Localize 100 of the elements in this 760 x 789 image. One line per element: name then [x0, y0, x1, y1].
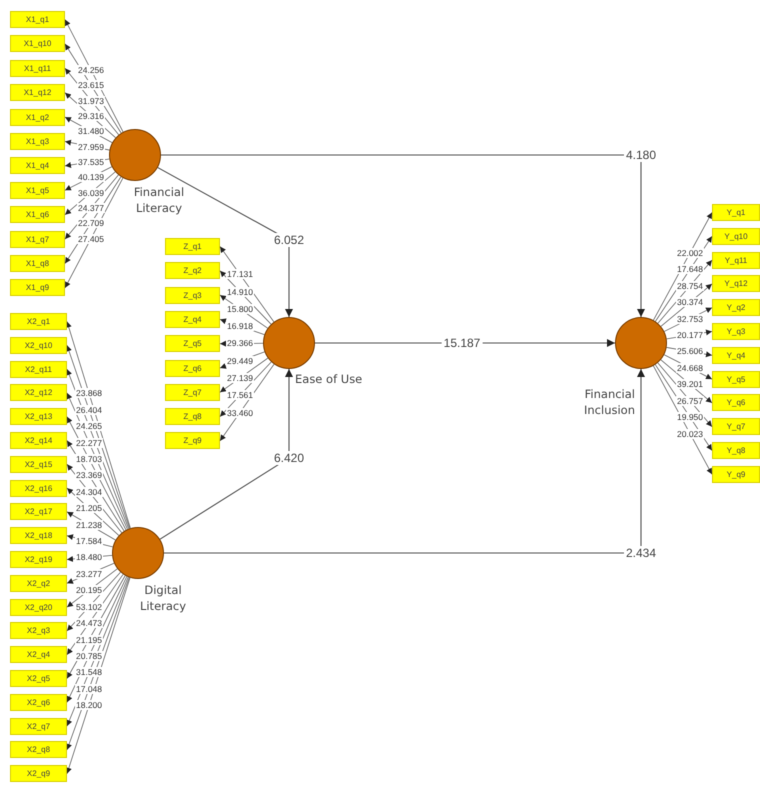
loading-label: 24.265 [75, 421, 103, 432]
indicator-box: Y_q5 [712, 370, 760, 388]
path-coefficient-label: 6.052 [272, 233, 306, 247]
indicator-box: Y_q7 [712, 418, 760, 436]
loading-label: 14.910 [226, 286, 254, 297]
indicator-box: Y_q6 [712, 394, 760, 412]
construct-label: Ease of Use [295, 371, 364, 387]
loading-label: 53.102 [75, 602, 103, 612]
indicator-box: X2_q13 [10, 408, 67, 426]
indicator-box: Y_q4 [712, 346, 760, 364]
loading-label: 28.754 [676, 280, 704, 291]
indicator-box: X1_q9 [10, 279, 65, 296]
indicator-box: Z_q2 [165, 262, 220, 280]
loading-label: 27.139 [226, 373, 254, 383]
indicator-box: Z_q5 [165, 335, 220, 352]
loading-label: 22.709 [77, 218, 105, 228]
indicator-box: X2_q11 [10, 360, 67, 378]
indicator-box: Z_q3 [165, 286, 220, 304]
loading-label: 40.139 [77, 172, 105, 182]
loading-label: 23.277 [75, 568, 103, 579]
indicator-box: X1_q4 [10, 157, 65, 174]
construct-label: Financial Inclusion [583, 386, 635, 418]
loading-label: 31.548 [75, 667, 103, 678]
loading-label: 18.200 [75, 700, 103, 710]
loading-label: 29.316 [77, 110, 105, 121]
loading-label: 23.369 [75, 470, 103, 480]
loading-label: 20.023 [676, 428, 704, 439]
indicator-box: Y_q11 [712, 252, 760, 269]
indicator-box: X2_q1 [10, 313, 67, 330]
loading-label: 19.950 [676, 412, 704, 422]
path-arrow [160, 369, 293, 540]
construct-label: Digital Literacy [138, 582, 188, 614]
loading-label: 17.048 [75, 684, 103, 694]
loading-label: 22.002 [676, 248, 704, 258]
path-arrow [161, 154, 645, 317]
indicator-box: X2_q20 [10, 598, 67, 616]
indicator-box: X2_q18 [10, 527, 67, 544]
indicator-box: Y_q3 [712, 323, 760, 340]
loading-label: 23.868 [75, 388, 103, 398]
loading-label: 37.535 [77, 156, 105, 167]
indicator-box: X2_q9 [10, 765, 67, 782]
indicator-box: Y_q10 [712, 228, 760, 245]
indicator-box: X2_q16 [10, 480, 67, 497]
indicator-box: X2_q5 [10, 670, 67, 687]
indicator-box: Z_q8 [165, 408, 220, 426]
indicator-box: Y_q1 [712, 204, 760, 221]
loading-label: 33.460 [226, 408, 254, 418]
path-arrow [158, 167, 293, 317]
loading-label: 32.753 [676, 314, 704, 324]
loading-label: 24.256 [77, 64, 105, 75]
indicator-box: X2_q14 [10, 432, 67, 449]
construct-label: Financial Literacy [132, 184, 186, 216]
indicator-box: X2_q19 [10, 551, 67, 568]
loading-label: 25.606 [676, 346, 704, 356]
indicator-box: Y_q12 [712, 275, 760, 292]
path-coefficient-label: 2.434 [624, 546, 658, 560]
loading-label: 20.177 [676, 330, 704, 340]
indicator-box: X1_q11 [10, 60, 65, 77]
loading-label: 36.039 [77, 188, 105, 198]
loading-label: 20.785 [75, 651, 103, 662]
loading-label: 24.668 [676, 362, 704, 373]
indicator-box: X2_q15 [10, 456, 67, 473]
indicator-box: X1_q5 [10, 182, 65, 199]
indicator-box: X2_q3 [10, 622, 67, 640]
indicator-box: Y_q9 [712, 466, 760, 483]
loading-label: 29.449 [226, 356, 254, 366]
loading-label: 18.703 [75, 454, 103, 464]
loading-label: 17.131 [226, 269, 254, 280]
indicator-box: X2_q17 [10, 503, 67, 520]
loading-label: 21.195 [75, 634, 103, 645]
loading-label: 18.480 [75, 552, 103, 562]
loading-label: 17.648 [676, 264, 704, 274]
indicator-box: Y_q2 [712, 299, 760, 316]
path-coefficient-label: 15.187 [442, 336, 482, 350]
indicator-box: X1_q6 [10, 206, 65, 224]
path-arrow [164, 369, 645, 554]
loading-label: 26.757 [676, 396, 704, 406]
indicator-box: X1_q3 [10, 133, 65, 150]
indicator-box: X1_q1 [10, 11, 65, 28]
indicator-box: X2_q10 [10, 336, 67, 354]
indicator-box: X2_q4 [10, 646, 67, 664]
indicator-box: X2_q12 [10, 384, 67, 402]
loading-label: 39.201 [676, 379, 704, 390]
loading-label: 31.480 [77, 126, 105, 136]
indicator-box: X2_q8 [10, 741, 67, 758]
loading-label: 16.918 [226, 321, 254, 332]
loading-label: 20.195 [75, 585, 103, 596]
indicator-box: X1_q10 [10, 35, 65, 52]
loading-label: 24.304 [75, 486, 103, 497]
indicator-box: Z_q4 [165, 310, 220, 328]
indicator-box: X2_q6 [10, 694, 67, 711]
indicator-box: X1_q12 [10, 84, 65, 102]
loading-label: 29.366 [226, 338, 254, 348]
indicator-box: X2_q2 [10, 574, 67, 592]
indicator-box: X1_q2 [10, 108, 65, 126]
loading-label: 27.959 [77, 142, 105, 152]
indicator-box: X2_q7 [10, 718, 67, 735]
loading-label: 30.374 [676, 297, 704, 308]
indicator-box: X1_q8 [10, 255, 65, 272]
loading-label: 24.473 [75, 618, 103, 628]
